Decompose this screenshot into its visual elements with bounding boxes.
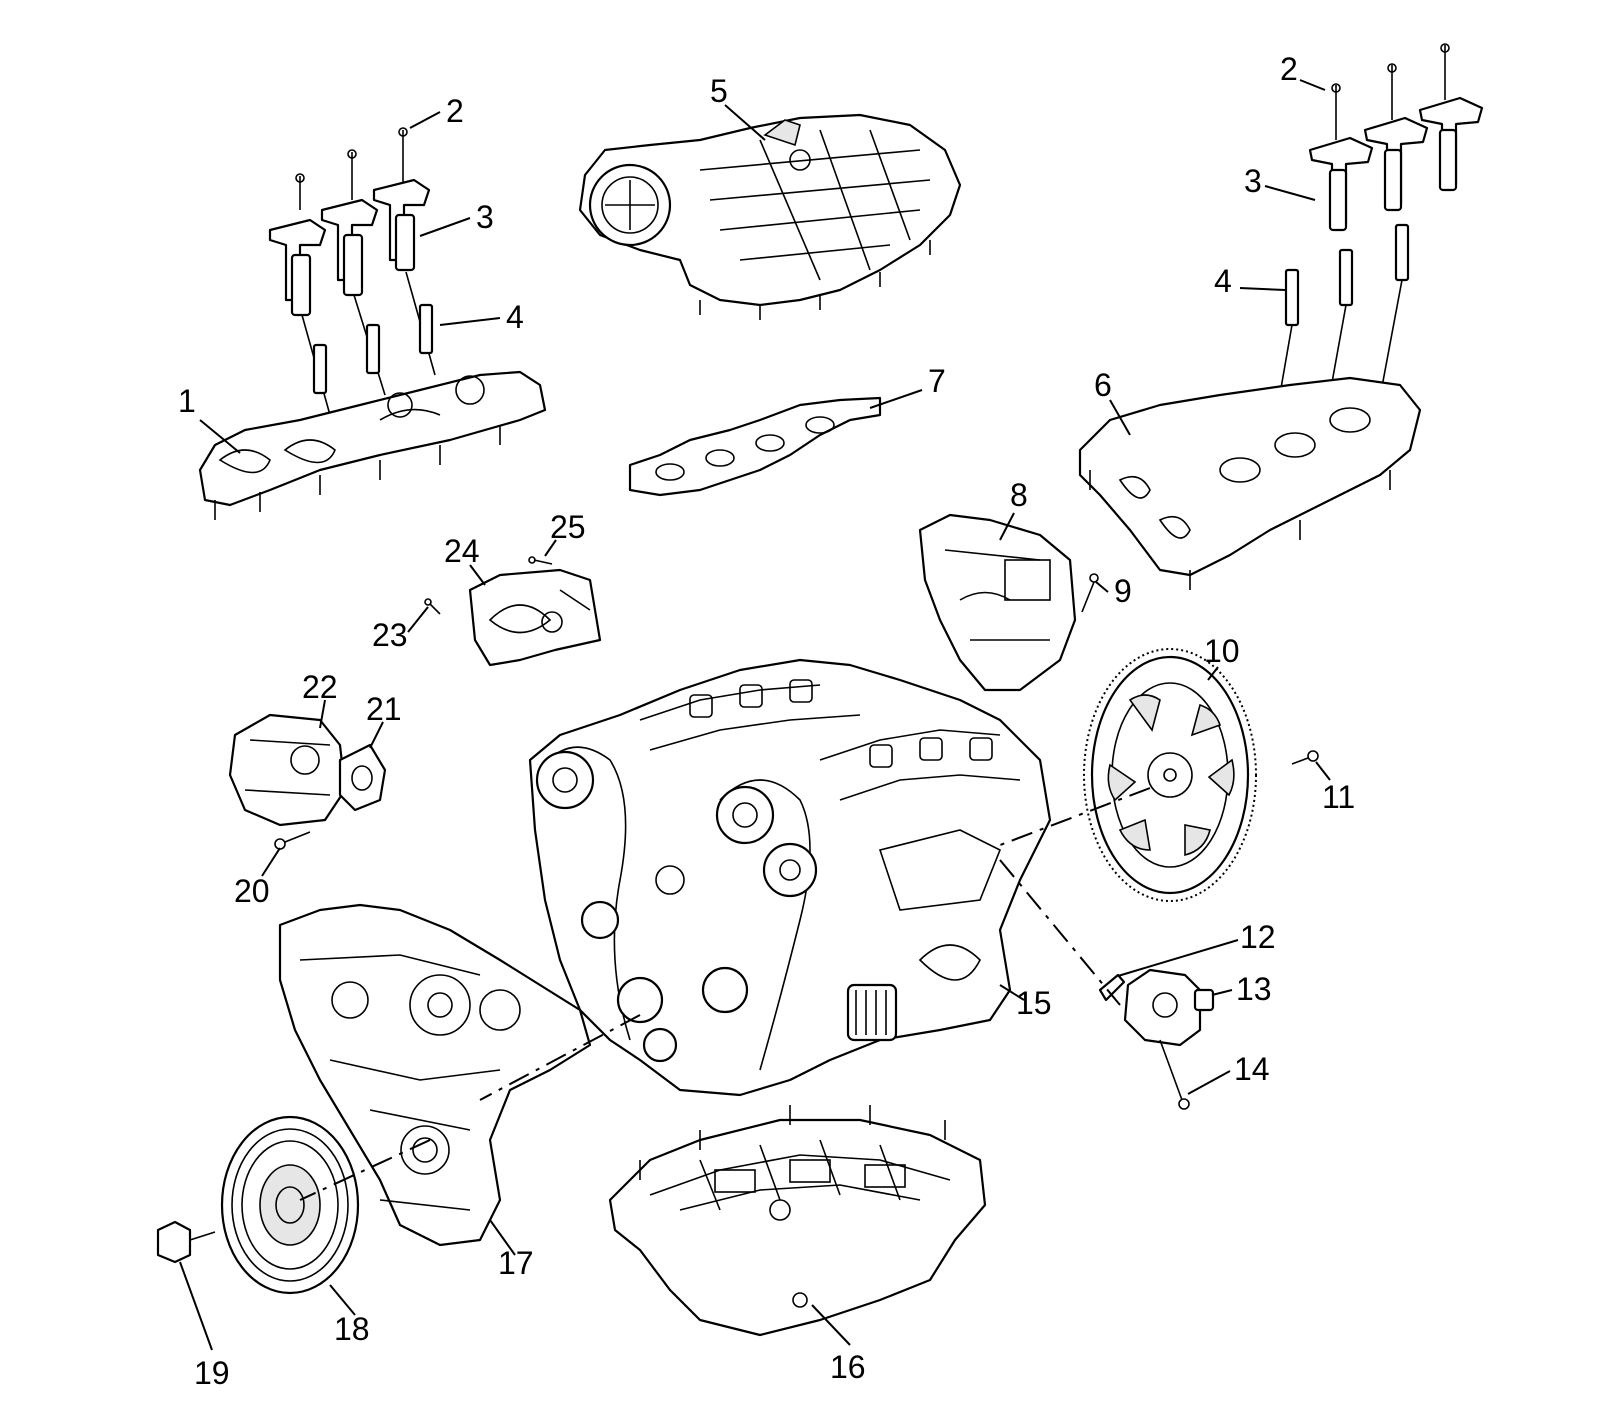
callout-24: 24: [444, 533, 480, 569]
part-13-housing: [1123, 968, 1215, 1047]
crank-balancer: [220, 1115, 360, 1295]
callout-1: 1: [178, 383, 196, 419]
right-camshaft-cover: [1078, 376, 1422, 590]
callout-20: 20: [234, 873, 270, 909]
part-21-gasket: [338, 743, 387, 812]
engine-block: [528, 658, 1052, 1097]
left-ignition-stack: [268, 127, 436, 416]
callout-10: 10: [1204, 633, 1240, 669]
callout-22: 22: [302, 669, 338, 705]
callout-25: 25: [550, 509, 586, 545]
callout-4-right: 4: [1214, 263, 1232, 299]
oil-pan: [608, 1105, 987, 1337]
flexplate: [1083, 648, 1257, 902]
leader-lines: [179, 79, 1331, 1351]
bolt-25: [528, 556, 553, 565]
bolt-9: [1081, 573, 1099, 613]
right-ignition-stack: [1264, 43, 1484, 481]
bolt-14: [1159, 1039, 1190, 1110]
intake-manifold: [578, 113, 962, 320]
callout-16: 16: [830, 1349, 866, 1385]
callout-21: 21: [366, 691, 402, 727]
callout-18: 18: [334, 1311, 370, 1347]
callout-6: 6: [1094, 367, 1112, 403]
callout-3-left: 3: [476, 199, 494, 235]
callout-13: 13: [1236, 971, 1272, 1007]
intake-gasket: [628, 396, 882, 497]
callout-11: 11: [1322, 779, 1355, 815]
callout-19: 19: [194, 1355, 230, 1391]
part-22-housing: [228, 713, 347, 827]
callout-numbers: 1 2 3 4 5 2 3 4 6 7 8 9 10 11 12 13 14 1…: [178, 51, 1355, 1391]
left-camshaft-cover: [198, 370, 547, 520]
callout-5: 5: [710, 73, 728, 109]
callout-15: 15: [1016, 985, 1052, 1021]
callout-12: 12: [1240, 919, 1276, 955]
callout-9: 9: [1114, 573, 1132, 609]
callout-14: 14: [1234, 1051, 1270, 1087]
callout-2-left: 2: [446, 93, 464, 129]
bolt-20: [274, 831, 311, 850]
front-cover: [278, 903, 592, 1247]
bolt-11: [1291, 750, 1319, 765]
callout-4-left: 4: [506, 299, 524, 335]
part-8-bracket: [918, 513, 1077, 692]
callout-23: 23: [372, 617, 408, 653]
alignment-lines: [299, 787, 1151, 1201]
bolt-19: [156, 1220, 216, 1264]
callout-17: 17: [498, 1245, 534, 1281]
part-24-shield: [468, 568, 602, 667]
callout-2-right: 2: [1280, 51, 1298, 87]
callout-3-right: 3: [1244, 163, 1262, 199]
bolt-23: [424, 598, 441, 615]
callout-8: 8: [1010, 477, 1028, 513]
part-12-gasket: [1098, 973, 1126, 1002]
callout-7: 7: [928, 363, 946, 399]
